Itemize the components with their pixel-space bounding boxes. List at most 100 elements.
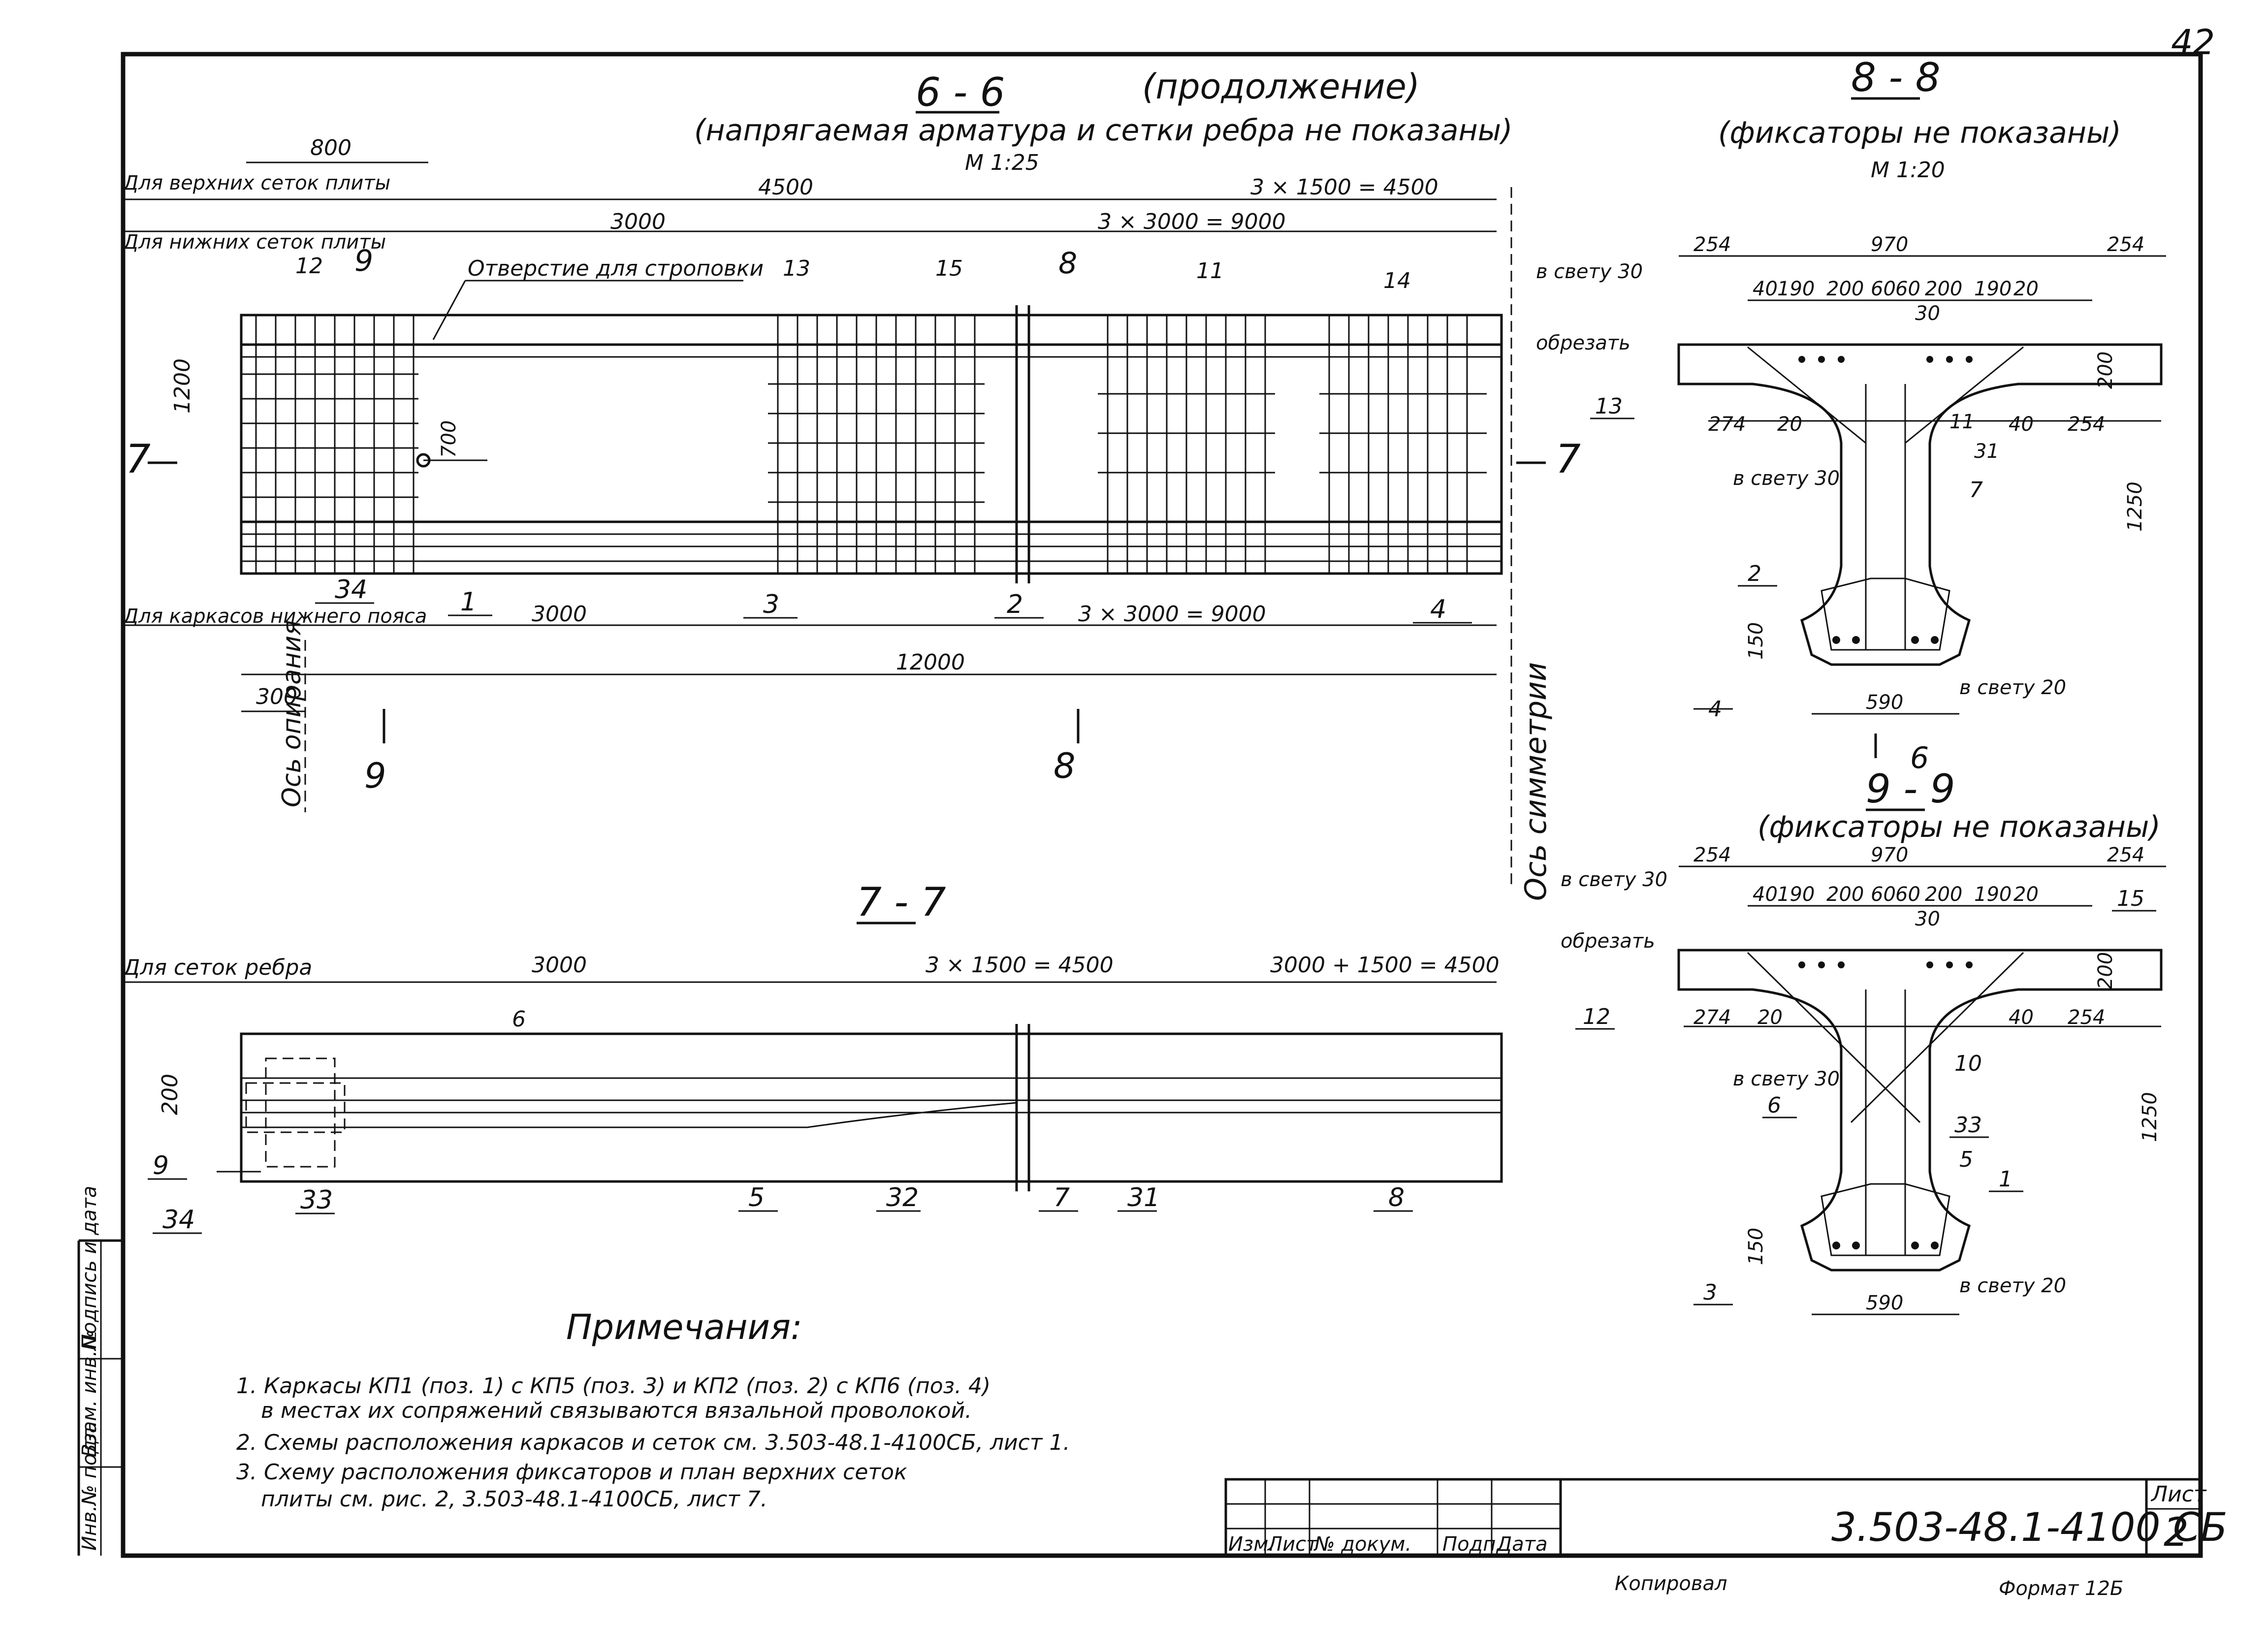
dim-30-88: 30 (1915, 302, 1940, 325)
section-mark-7-left: 7 (126, 436, 151, 482)
stamp-col-izm: Изм. (1228, 1533, 1275, 1556)
footer-format: Формат 12Б (1999, 1577, 2123, 1600)
dim-200-a-88: 200 (1826, 278, 1864, 300)
callout-1: 1 (460, 587, 477, 617)
dim-40-99: 40 (1753, 883, 1778, 906)
axis-symmetry: Ось симметрии (1519, 662, 1553, 901)
dim-970-99: 970 (1871, 844, 1908, 866)
dim-20-b-88: 20 (1777, 413, 1802, 436)
note-1-line-2: в местах их сопряжений связываются вязал… (261, 1398, 972, 1423)
view-6-6-scale: М 1:25 (965, 150, 1039, 175)
callout-3: 3 (763, 590, 779, 619)
side-labels: Подпись и дата Взам. инв.№ Инв.№ подл. (78, 1186, 101, 1551)
callout-34: 34 (335, 575, 367, 605)
note-3-line-2: плиты см. рис. 2, 3.503-48.1-4100СБ, лис… (261, 1487, 767, 1512)
sheet-number: 42 (2171, 22, 2215, 63)
dim-30-99: 30 (1915, 908, 1940, 930)
dim-800: 800 (310, 135, 351, 160)
note-2: 2. Схемы расположения каркасов и сеток с… (236, 1430, 1070, 1455)
row-label-lower-chord: Для каркасов нижнего пояса (122, 605, 427, 628)
row-label-upper-mesh: Для верхних сеток плиты (122, 172, 390, 194)
dim-254-c-99: 254 (2068, 1006, 2105, 1029)
view-9-9-title: 9 - 9 (1866, 766, 1955, 812)
callout-8-77: 8 (1388, 1183, 1405, 1213)
title-block: Изм. Лист № докум. Подп. Дата 3.503-48.1… (1224, 1478, 2228, 1557)
callout-9-77: 9 (153, 1151, 169, 1181)
dim-40-b-88: 40 (2009, 413, 2034, 436)
callout-12: 12 (295, 254, 323, 279)
label-trim-88: обрезать (1536, 332, 1630, 354)
dim-970-88: 970 (1871, 233, 1908, 256)
callout-8-top: 8 (1058, 246, 1077, 281)
dim-12000: 12000 (896, 650, 965, 675)
dim-150-99: 150 (1745, 1228, 1767, 1265)
callout-31-77: 31 (1127, 1183, 1160, 1213)
dim-150-88: 150 (1745, 622, 1767, 660)
mesh-support (241, 315, 418, 574)
dim-3x3000-top: 3 × 3000 = 9000 (1098, 209, 1286, 234)
label-clear-20-99: в свету 20 (1959, 1275, 2066, 1297)
dim-200-c-88: 200 (2094, 351, 2117, 389)
footer-copied: Копировал (1615, 1572, 1727, 1595)
side-label-replace: Взам. инв.№ (78, 1330, 101, 1457)
stamp-col-list: Лист (1267, 1533, 1318, 1556)
label-trim-99: обрезать (1561, 930, 1655, 953)
callout-11: 11 (1196, 258, 1224, 284)
callout-7-77: 7 (1054, 1183, 1070, 1213)
stamp-col-date: Дата (1496, 1533, 1548, 1556)
dim-20-a-99: 20 (2013, 883, 2039, 906)
dim-1200: 1200 (170, 358, 195, 414)
dim-254-c-88: 254 (2068, 413, 2105, 436)
label-clear-30-a-99: в свету 30 (1561, 868, 1667, 891)
section-mark-6: 6 (1910, 741, 1929, 775)
callout-2-88: 2 (1748, 561, 1761, 586)
section-mark-7-right: 7 (1556, 436, 1581, 482)
section-mark-8-bottom: 8 (1054, 746, 1076, 786)
callout-5-77: 5 (748, 1183, 765, 1213)
view-8-8: 8 - 8 (фиксаторы не показаны) М 1:20 254… (1536, 55, 2166, 775)
dim-1250-88: 1250 (2124, 481, 2146, 532)
callout-2: 2 (1007, 590, 1023, 619)
dim-3000-1500-77: 3000 + 1500 = 4500 (1270, 953, 1500, 978)
callout-3-99: 3 (1703, 1280, 1717, 1305)
dim-3x1500: 3 × 1500 = 4500 (1250, 175, 1438, 200)
dim-700: 700 (438, 420, 460, 458)
callout-4-88: 4 (1708, 697, 1722, 722)
dim-4500: 4500 (758, 175, 813, 200)
dim-3x3000-bottom: 3 × 3000 = 9000 (1078, 602, 1266, 627)
callout-32-77: 32 (886, 1183, 919, 1213)
dim-200-b-99: 200 (1925, 883, 1962, 906)
note-3-line-1: 3. Схему расположения фиксаторов и план … (236, 1460, 907, 1485)
callout-15: 15 (935, 256, 963, 281)
dim-40-88: 40 (1753, 278, 1778, 300)
view-9-9-subtitle: (фиксаторы не показаны) (1757, 810, 2161, 844)
view-6-6-title: 6 - 6 (916, 69, 1005, 115)
dim-3x1500-77: 3 × 1500 = 4500 (926, 953, 1114, 978)
list-number: 2 (2164, 1509, 2189, 1555)
dim-40-b-99: 40 (2009, 1006, 2034, 1029)
dim-254-a-99: 254 (1693, 844, 1731, 866)
dim-190-a-88: 190 (1777, 278, 1815, 300)
dim-60-b-88: 60 (1895, 278, 1920, 300)
view-6-6-subtitle: (напрягаемая арматура и сетки ребра не п… (694, 113, 1512, 148)
dim-3000-top: 3000 (610, 209, 666, 234)
view-6-6-title-suffix: (продолжение) (1142, 66, 1420, 107)
side-label-inv: Инв.№ подл. (78, 1421, 101, 1551)
dim-254-a-88: 254 (1693, 233, 1731, 256)
view-8-8-title: 8 - 8 (1851, 55, 1941, 100)
callout-13: 13 (783, 256, 810, 281)
dim-200-77: 200 (158, 1074, 183, 1115)
section-mark-9-bottom: 9 (364, 756, 386, 796)
note-1-line-1: 1. Каркасы КП1 (поз. 1) с КП5 (поз. 3) и… (236, 1373, 990, 1399)
callout-15-99: 15 (2117, 886, 2144, 911)
dim-200-b-88: 200 (1925, 278, 1962, 300)
callout-9-top: 9 (354, 244, 373, 278)
row-label-lower-mesh: Для нижних сеток плиты (122, 231, 386, 254)
callout-6-77: 6 (512, 1007, 526, 1032)
dim-1250-99: 1250 (2139, 1092, 2161, 1142)
callout-33-99: 33 (1954, 1113, 1982, 1138)
dim-590-88: 590 (1866, 691, 1903, 714)
label-clear-30-b-88: в свету 30 (1733, 467, 1840, 490)
dim-20-b-99: 20 (1757, 1006, 1783, 1029)
